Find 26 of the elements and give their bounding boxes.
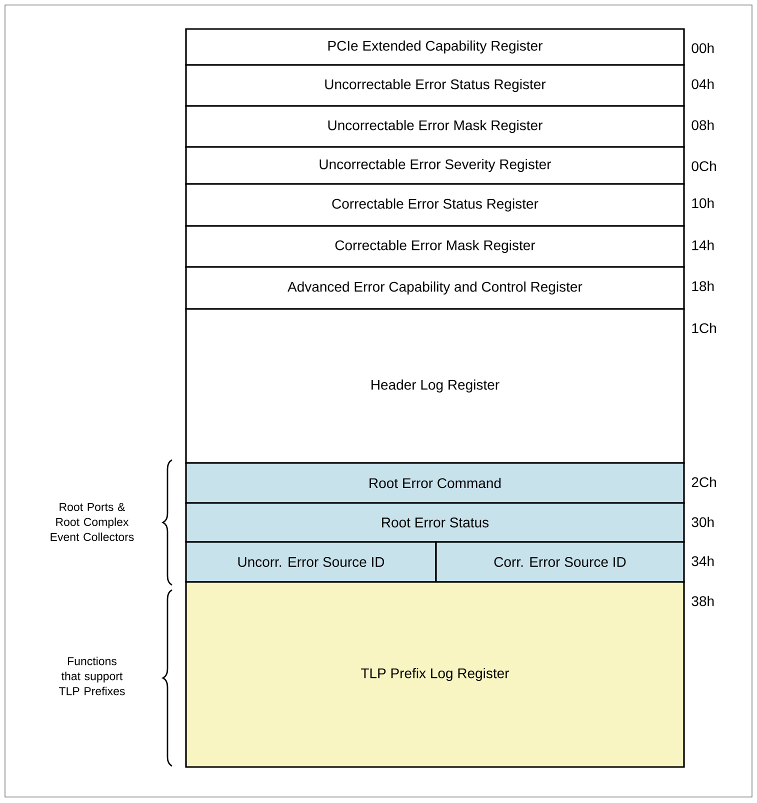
register-box: Uncorrectable Error Severity Register [185,146,685,185]
offset-label: 00h [692,42,714,54]
register-box: TLP Prefix Log Register [185,581,685,768]
register-box: Uncorrectable Error Mask Register [185,105,685,148]
offset-label: 18h [692,280,714,292]
register-box: PCIe Extended Capability Register [185,28,685,66]
register-box: Uncorrectable Error Status Register [185,64,685,107]
offset-label: 14h [692,240,714,250]
register-box: Corr. Error Source ID [435,541,685,583]
offset-label: 08h [692,120,714,130]
offset-label: 38h [692,596,714,606]
offset-label: 30h [692,516,714,528]
offset-label: 0Ch [692,160,716,172]
offset-label: 34h [692,556,714,566]
register-box: Root Error Command [185,462,685,504]
offset-label: 2Ch [692,476,716,488]
group-label: Functions that support TLP Prefixes [59,656,125,696]
register-box: Root Error Status [185,502,685,543]
register-box: Advanced Error Capability and Control Register [185,266,685,310]
offset-label: 04h [692,78,714,90]
register-box: Correctable Error Mask Register [185,225,685,268]
group-label: Root Ports & Root Complex Event Collectors [50,502,134,542]
offset-label: 10h [692,198,714,208]
register-box: Uncorr. Error Source ID [185,541,437,583]
offset-label: 1Ch [692,322,716,334]
register-box: Correctable Error Status Register [185,183,685,227]
